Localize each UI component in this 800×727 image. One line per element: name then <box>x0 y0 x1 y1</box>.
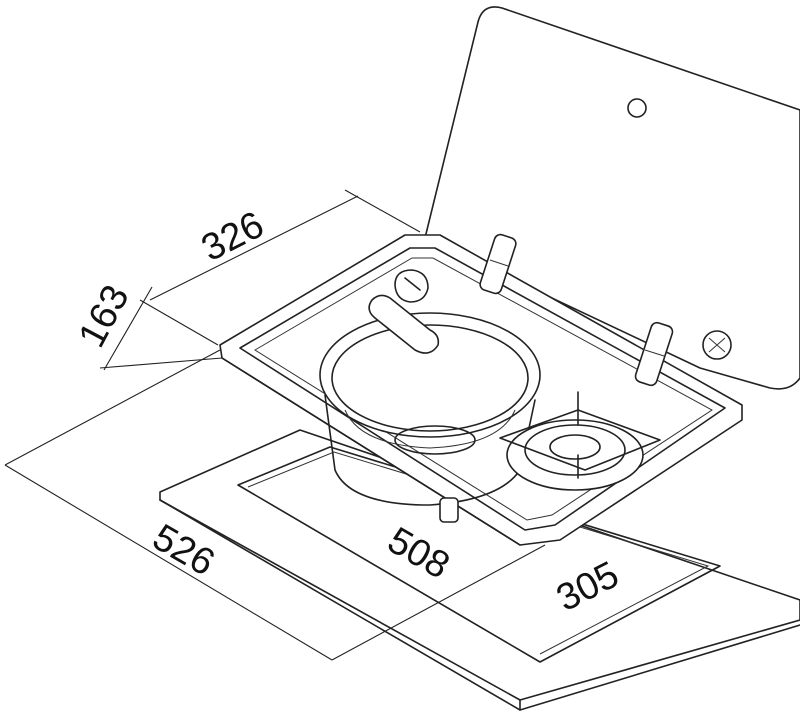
gas-fitting <box>439 497 459 523</box>
dim-label-326: 326 <box>195 204 271 270</box>
hinge-left <box>479 233 517 295</box>
gas-burner <box>499 391 661 491</box>
dimension-lines <box>4 189 721 663</box>
faucet <box>368 269 440 354</box>
hinge-right <box>634 321 674 387</box>
sink-hob-unit <box>219 233 743 546</box>
drain <box>394 425 476 455</box>
glass-lid <box>424 6 800 390</box>
lid-panel <box>424 6 800 390</box>
lid-knob <box>702 330 732 360</box>
sink-bowl <box>319 312 541 438</box>
lid-hole <box>627 98 647 118</box>
dim-label-163: 163 <box>71 279 138 355</box>
unit-inner-rim <box>239 247 726 531</box>
bowl-underside <box>324 394 536 506</box>
